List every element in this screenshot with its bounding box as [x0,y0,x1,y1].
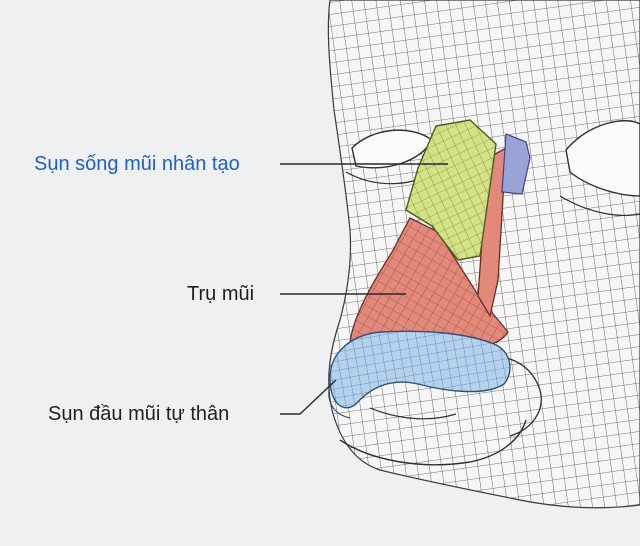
dorsal-implant [405,119,497,261]
leader-lines [280,163,448,415]
leader-line-tip [280,379,337,415]
label-dorsal-implant: Sụn sống mũi nhân tạo [34,153,240,175]
right-eye [559,120,640,216]
label-tip-cartilage: Sụn đầu mũi tự thân [48,403,230,425]
label-strut: Trụ mũi [187,283,255,305]
strut-cartilage [349,146,509,348]
upper-cartilage [501,133,531,195]
tip-cartilage [328,330,511,419]
